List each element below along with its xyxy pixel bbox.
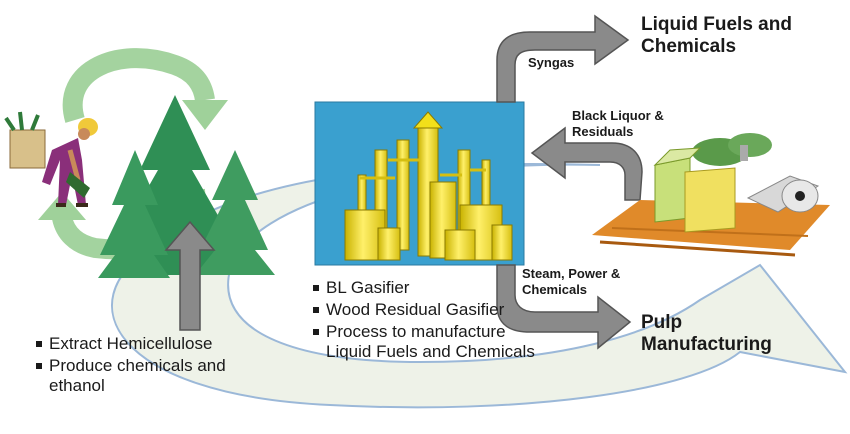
black-liquor-label: Black Liquor & Residuals: [572, 108, 664, 139]
upward-arrow: [164, 220, 216, 331]
green-arrow-head-right: [182, 100, 228, 130]
pulp-products-icon: [592, 133, 830, 257]
trees-icon: [98, 95, 275, 278]
steam-power-arrow: [496, 264, 632, 350]
gasifier-plant-icon: [314, 101, 525, 266]
forester-figure-icon: [4, 111, 98, 207]
bullet-item: Extract Hemicellulose: [35, 334, 275, 354]
bullet-item: Process to manufacture Liquid Fuels and …: [312, 322, 552, 362]
pulp-manufacturing-label: Pulp Manufacturing: [641, 312, 772, 355]
black-liquor-arrow: [530, 126, 643, 201]
bullet-item: BL Gasifier: [312, 278, 552, 298]
gasifier-bullets: BL Gasifier Wood Residual Gasifier Proce…: [312, 278, 552, 364]
cycle-arrow: [111, 162, 848, 409]
bullet-item: Wood Residual Gasifier: [312, 300, 552, 320]
syngas-arrow: [496, 14, 630, 103]
steam-power-label: Steam, Power & Chemicals: [522, 266, 621, 297]
bullet-item: Produce chemicals and ethanol: [35, 356, 275, 396]
syngas-label: Syngas: [528, 55, 575, 70]
liquid-fuels-label: Liquid Fuels and Chemicals: [641, 14, 792, 57]
hemicellulose-bullets: Extract Hemicellulose Produce chemicals …: [35, 334, 275, 398]
